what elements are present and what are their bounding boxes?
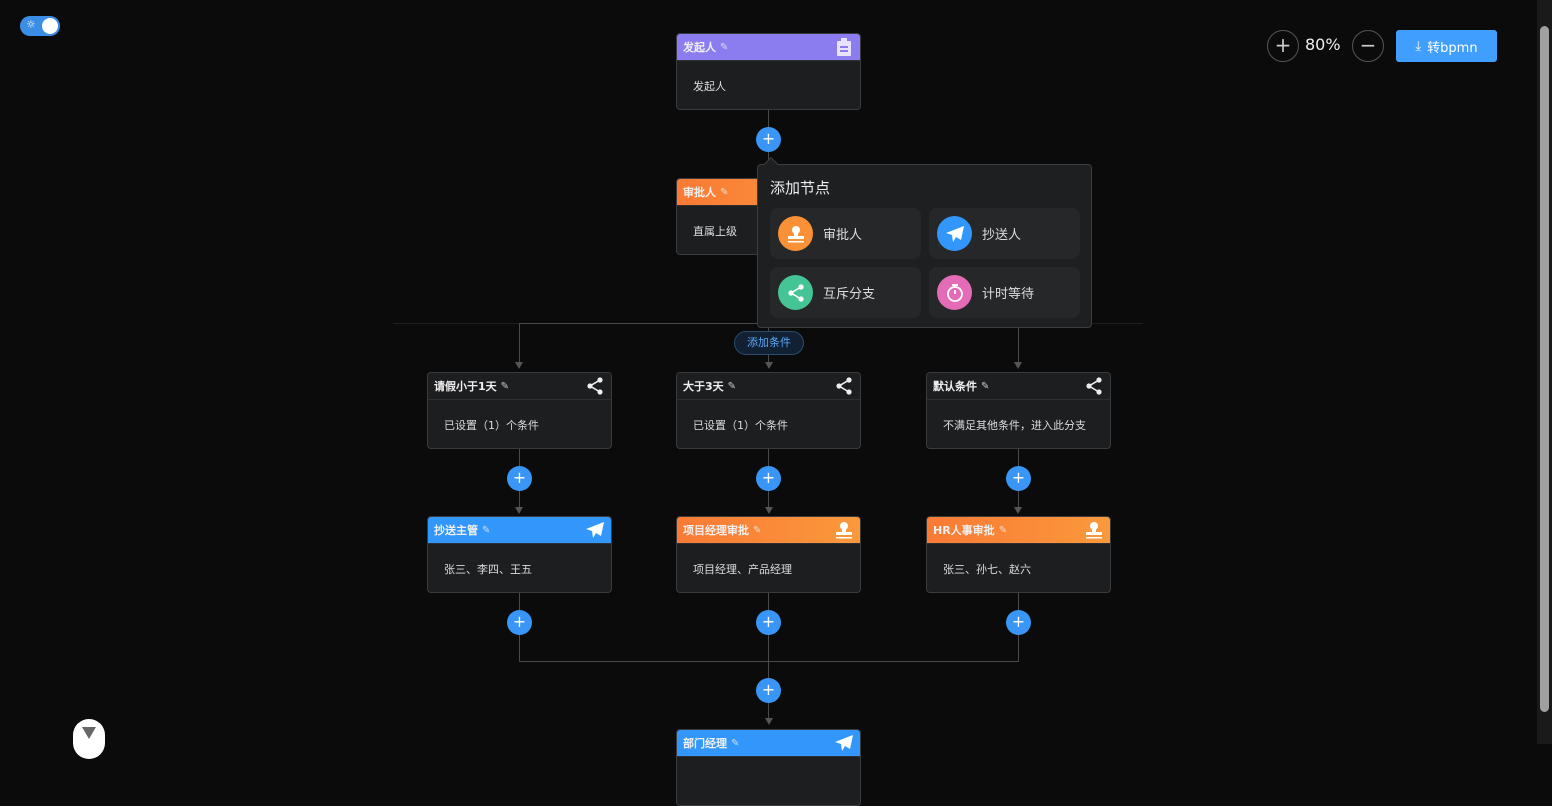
node-title: 抄送主管	[434, 524, 478, 537]
option-label: 抄送人	[982, 228, 1022, 243]
arrow-icon	[515, 362, 523, 369]
condition-node[interactable]: 默认条件 ✎ 不满足其他条件，进入此分支	[926, 372, 1111, 449]
node-title: 发起人	[683, 41, 716, 54]
connector	[519, 661, 1019, 662]
add-node-button[interactable]: +	[507, 466, 532, 491]
node-title: HR人事审批	[933, 524, 995, 537]
popover-arrow	[763, 156, 779, 172]
cc-node[interactable]: 抄送主管 ✎ 张三、李四、王五	[427, 516, 612, 593]
paper-plane-icon	[937, 216, 972, 251]
option-label: 计时等待	[982, 287, 1035, 302]
edit-icon[interactable]: ✎	[720, 186, 729, 198]
theme-toggle[interactable]: ☼	[20, 16, 60, 36]
stopwatch-icon	[937, 275, 972, 310]
export-label: 转bpmn	[1427, 40, 1478, 56]
approver-node[interactable]: HR人事审批✎ 张三、孙七、赵六	[926, 516, 1111, 593]
edit-icon[interactable]: ✎	[720, 41, 729, 53]
stamp-icon	[1084, 520, 1104, 540]
arrow-icon	[765, 507, 773, 514]
node-title: 部门经理	[683, 737, 727, 750]
edit-icon[interactable]: ✎	[753, 524, 762, 536]
popover-title: 添加节点	[770, 179, 831, 197]
zoom-out-button[interactable]: −	[1352, 30, 1384, 62]
condition-node[interactable]: 请假小于1天✎ 已设置（1）个条件	[427, 372, 612, 449]
add-cc-option[interactable]: 抄送人	[929, 208, 1080, 259]
arrow-icon	[515, 507, 523, 514]
share-icon	[585, 376, 605, 396]
clipboard-icon	[834, 37, 854, 57]
node-body: 已设置（1）个条件	[444, 418, 539, 432]
node-body: 发起人	[693, 79, 726, 93]
add-timer-option[interactable]: 计时等待	[929, 267, 1080, 318]
stamp-icon	[834, 520, 854, 540]
node-title: 项目经理审批	[683, 524, 749, 537]
option-label: 审批人	[823, 228, 863, 243]
initiator-node[interactable]: 发起人 ✎ 发起人	[676, 33, 861, 110]
connector	[1018, 323, 1019, 365]
add-node-button[interactable]: +	[507, 610, 532, 635]
edit-icon[interactable]: ✎	[981, 380, 990, 392]
devtools-button[interactable]	[73, 719, 105, 759]
add-approver-option[interactable]: 审批人	[770, 208, 921, 259]
node-body: 直属上级	[693, 224, 737, 238]
option-label: 互斥分支	[823, 287, 876, 302]
node-title: 审批人	[683, 186, 716, 199]
arrow-icon	[765, 718, 773, 725]
edit-icon[interactable]: ✎	[998, 524, 1008, 536]
stamp-icon	[778, 216, 813, 251]
connector	[519, 323, 520, 365]
add-branch-option[interactable]: 互斥分支	[770, 267, 921, 318]
export-bpmn-button[interactable]: ⤓ 转bpmn	[1396, 30, 1497, 62]
share-icon	[1084, 376, 1104, 396]
node-body: 已设置（1）个条件	[693, 418, 788, 432]
arrow-icon	[765, 362, 773, 369]
node-title: 默认条件	[933, 380, 977, 393]
approver-node[interactable]: 项目经理审批 ✎ 项目经理、产品经理	[676, 516, 861, 593]
edit-icon[interactable]: ✎	[482, 524, 491, 536]
add-node-button[interactable]: +	[1006, 466, 1031, 491]
node-body: 张三、孙七、赵六	[943, 562, 1031, 576]
sun-icon: ☼	[26, 18, 36, 31]
add-node-button[interactable]: +	[756, 610, 781, 635]
node-body: 张三、李四、王五	[444, 562, 532, 576]
share-icon	[778, 275, 813, 310]
add-node-button[interactable]: +	[756, 127, 781, 152]
edit-icon[interactable]: ✎	[727, 380, 737, 392]
arrow-icon	[1014, 507, 1022, 514]
vue-logo-icon	[82, 727, 96, 739]
scrollbar-thumb[interactable]	[1540, 26, 1549, 712]
add-node-button[interactable]: +	[756, 466, 781, 491]
node-body: 不满足其他条件，进入此分支	[943, 418, 1086, 432]
paper-plane-icon	[834, 733, 854, 753]
zoom-in-button[interactable]: +	[1267, 30, 1299, 62]
connector	[768, 593, 769, 723]
condition-node[interactable]: 大于3天✎ 已设置（1）个条件	[676, 372, 861, 449]
add-node-button[interactable]: +	[1006, 610, 1031, 635]
scrollbar[interactable]	[1537, 0, 1552, 744]
node-title: 大于3天	[683, 380, 724, 393]
add-node-button[interactable]: +	[756, 678, 781, 703]
paper-plane-icon	[585, 520, 605, 540]
edit-icon[interactable]: ✎	[731, 737, 740, 749]
zoom-level: 80%	[1305, 35, 1341, 54]
node-body: 项目经理、产品经理	[693, 562, 792, 576]
arrow-icon	[1014, 362, 1022, 369]
cc-node[interactable]: 部门经理 ✎	[676, 729, 861, 806]
add-condition-button[interactable]: 添加条件	[734, 331, 804, 355]
toggle-knob	[42, 18, 58, 34]
node-title: 请假小于1天	[434, 380, 497, 393]
add-node-popover: 添加节点 审批人 抄送人 互斥分支 计时等待	[757, 156, 1092, 328]
edit-icon[interactable]: ✎	[500, 380, 510, 392]
share-icon	[834, 376, 854, 396]
download-icon: ⤓	[1415, 38, 1422, 54]
